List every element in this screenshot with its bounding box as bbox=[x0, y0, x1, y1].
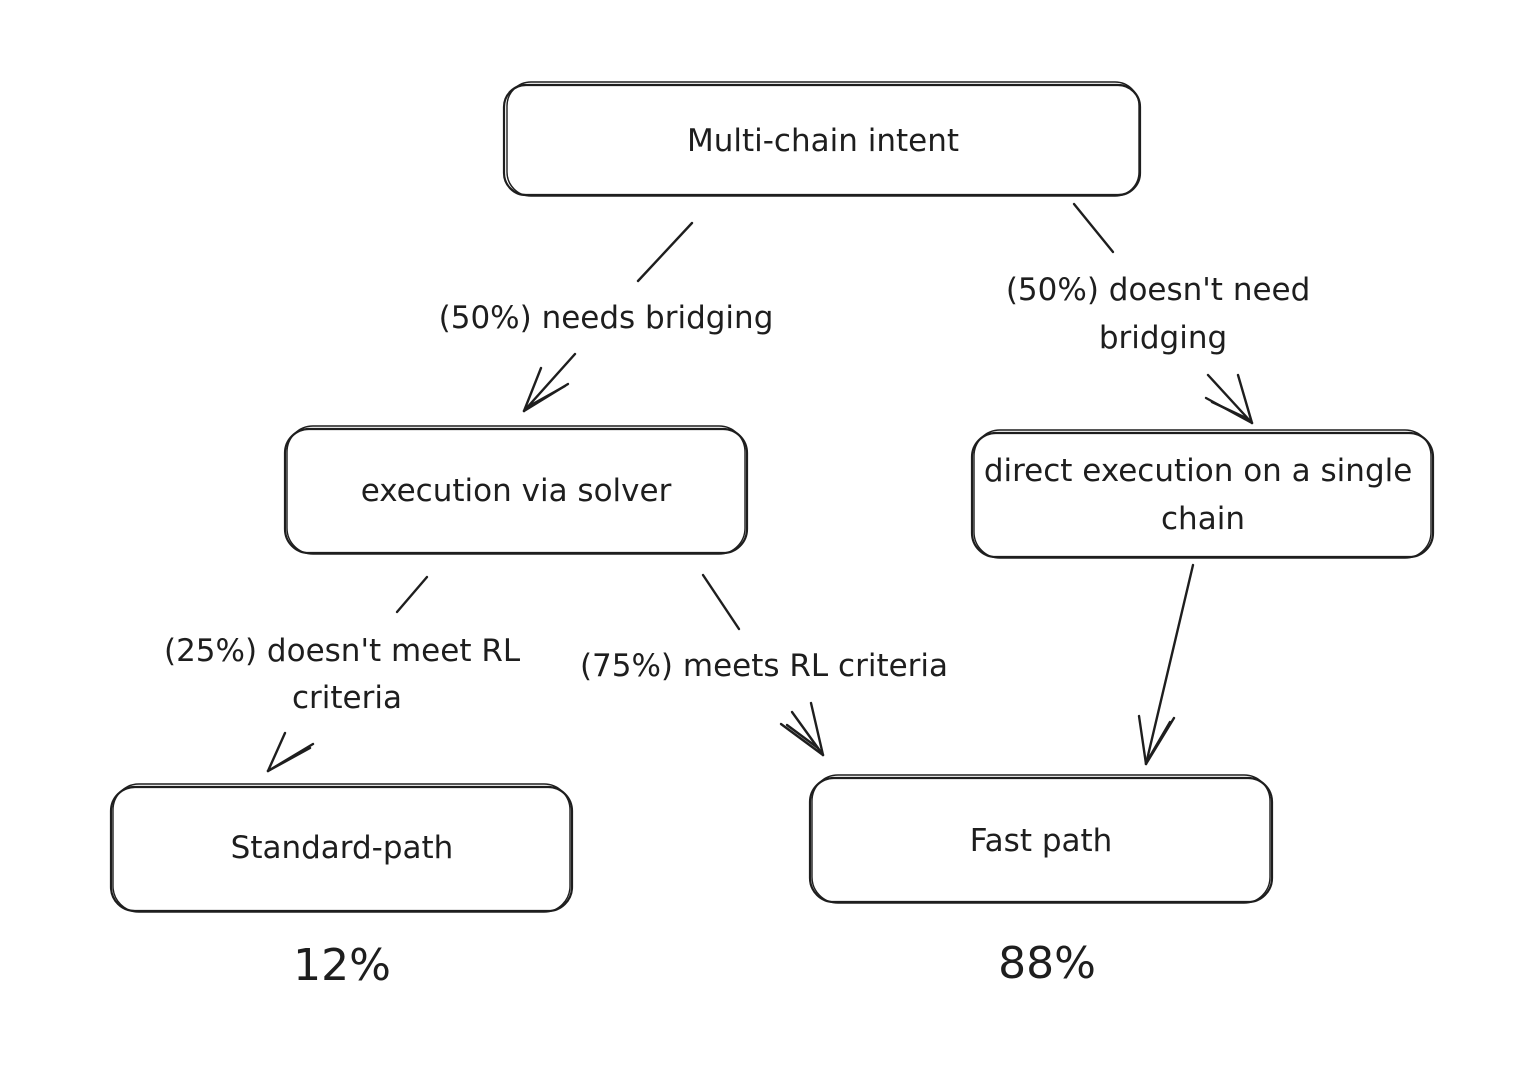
node-direct-execution: direct execution on a single chain bbox=[970, 429, 1435, 559]
node-execution-via-solver: execution via solver bbox=[283, 425, 749, 555]
node-standard-path: Standard-path bbox=[109, 783, 574, 913]
edge-doesnt-need-bridging-label: (50%) doesn't need bridging bbox=[1006, 272, 1320, 356]
node-multi-chain-intent: Multi-chain intent bbox=[502, 81, 1142, 197]
edge-doesnt-need-bridging-line-1: (50%) doesn't need bbox=[1006, 272, 1310, 308]
edge-doesnt-need-bridging-line-2: bridging bbox=[1099, 320, 1227, 356]
edge-doesnt-meet-rl-label: (25%) doesn't meet RL criteria bbox=[164, 633, 530, 716]
node-direct-execution-line-1: direct execution on a single bbox=[984, 453, 1413, 489]
edge-doesnt-meet-rl-line-2: criteria bbox=[292, 680, 402, 716]
edge-doesnt-meet-rl: (25%) doesn't meet RL criteria bbox=[164, 575, 530, 773]
node-direct-execution-line-2: chain bbox=[1161, 501, 1245, 537]
edge-meets-rl-label: (75%) meets RL criteria bbox=[580, 648, 948, 684]
edge-meets-rl: (75%) meets RL criteria bbox=[580, 573, 948, 757]
node-execution-via-solver-label: execution via solver bbox=[361, 473, 672, 509]
fast-path-share: 88% bbox=[998, 938, 1096, 989]
node-fast-path-label: Fast path bbox=[970, 823, 1113, 859]
standard-path-share: 12% bbox=[293, 940, 391, 991]
edge-doesnt-meet-rl-line-1: (25%) doesn't meet RL bbox=[164, 633, 521, 669]
node-direct-execution-label: direct execution on a single chain bbox=[984, 453, 1422, 537]
edge-needs-bridging: (50%) needs bridging bbox=[439, 221, 774, 413]
node-fast-path: Fast path bbox=[808, 774, 1274, 904]
node-standard-path-label: Standard-path bbox=[231, 830, 454, 866]
edge-needs-bridging-label: (50%) needs bridging bbox=[439, 300, 774, 336]
node-multi-chain-intent-label: Multi-chain intent bbox=[687, 123, 959, 159]
edge-doesnt-need-bridging: (50%) doesn't need bridging bbox=[1006, 202, 1320, 425]
edge-direct-to-fast bbox=[1137, 563, 1195, 766]
